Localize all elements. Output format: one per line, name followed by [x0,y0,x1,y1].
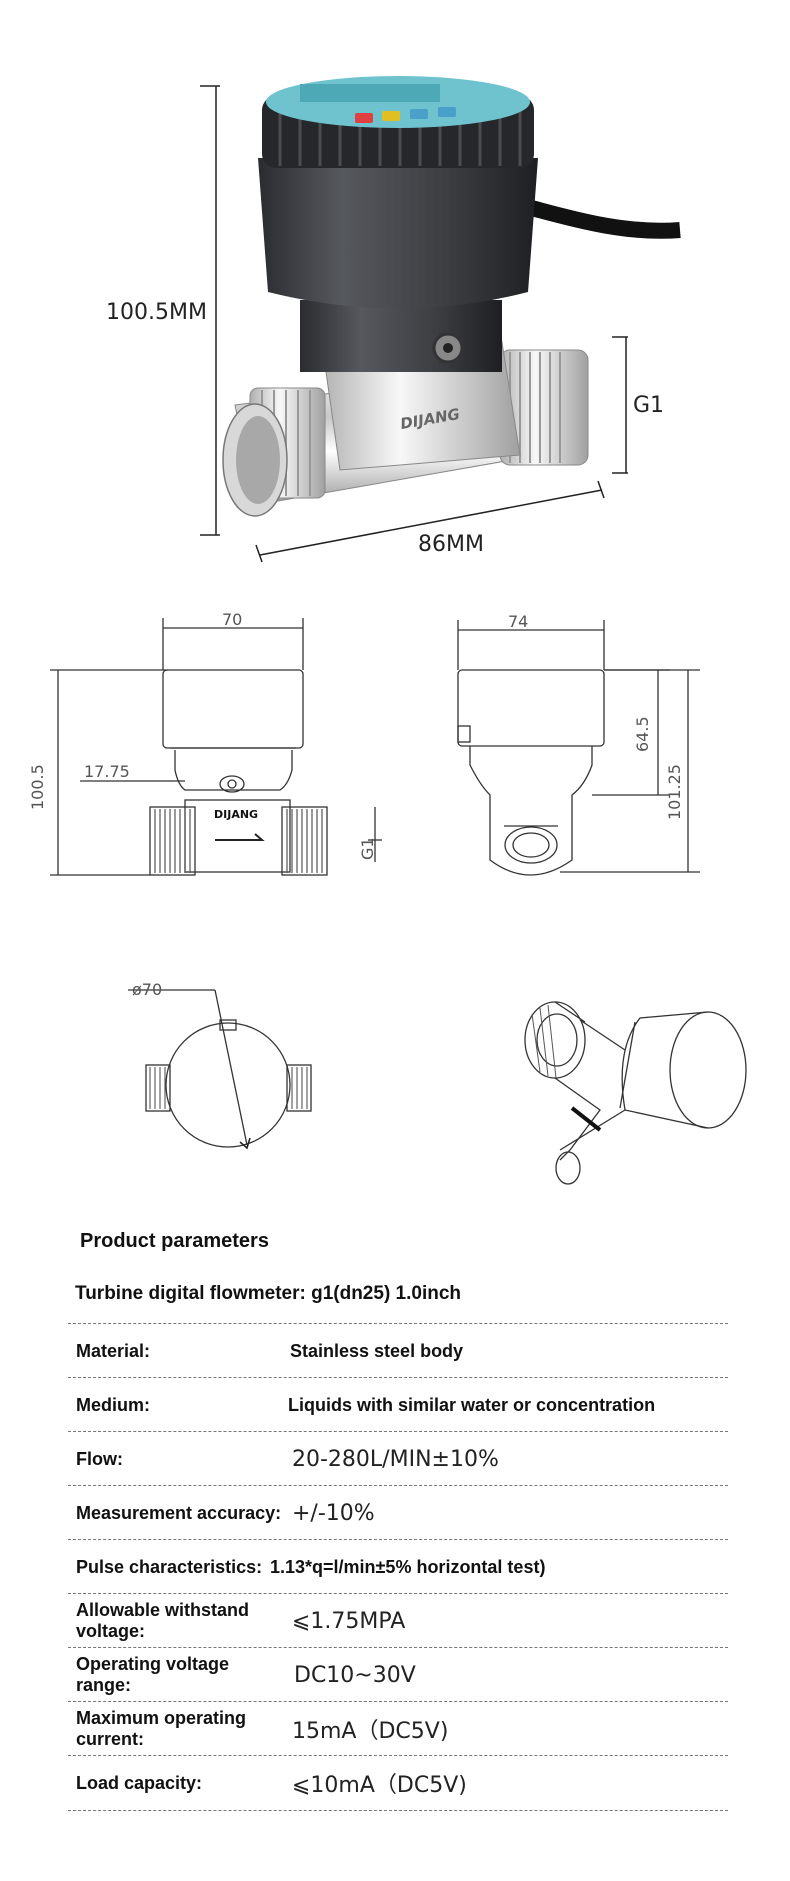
table-row-flow: Flow: 20-280L/MIN±10% [68,1431,728,1486]
row-value: +/-10% [292,1500,375,1526]
row-label: Material: [76,1340,151,1361]
table-row-operating-current: Maximum operating current: 15mA（DC5V) [68,1701,728,1756]
row-value: Stainless steel body [290,1340,464,1361]
row-label: Flow: [76,1448,123,1469]
photo-thread-label: G1 [633,393,665,418]
row-label: Measurement accuracy: [76,1502,282,1523]
top-diameter-label: ø70 [132,980,163,999]
row-value: ⩽10mA（DC5V) [292,1773,467,1798]
side-view-lines [457,620,700,876]
row-label: Load capacity: [76,1772,203,1793]
front-offset-label: 17.75 [84,762,130,781]
table-row-pulse: Pulse characteristics: 1.13*q=l/min±5% h… [68,1539,728,1594]
row-value: DC10~30V [294,1662,416,1688]
flowmeter-photo-illustration [200,76,681,563]
table-row-accuracy: Measurement accuracy: +/-10% [68,1485,728,1540]
row-value: Liquids with similar water or concentrat… [288,1394,656,1415]
table-row-medium: Medium: Liquids with similar water or co… [68,1377,728,1432]
photo-length-label: 86MM [418,532,484,557]
parameters-heading: Product parameters [80,1230,269,1252]
table-row-material: Material: Stainless steel body [68,1323,728,1378]
isometric-lines [524,1001,747,1185]
top-view-lines [128,989,312,1150]
front-view-lines [50,618,382,876]
table-row-voltage-range: Operating voltage range: DC10~30V [68,1647,728,1702]
table-row-withstand-voltage: Allowable withstand voltage: ⩽1.75MPA [68,1593,728,1648]
row-value: 1.13*q=l/min±5% horizontal test) [270,1556,546,1577]
table-row-load-capacity: Load capacity: ⩽10mA（DC5V) [68,1755,728,1811]
row-label: Allowable withstand voltage: [76,1600,250,1641]
side-total-height-label: 101.25 [665,764,684,820]
side-inner-height-label: 64.5 [633,716,652,752]
side-width-label: 74 [508,612,529,631]
row-value: 15mA（DC5V) [292,1719,449,1744]
photo-height-label: 100.5MM [106,300,207,325]
row-value: 20-280L/MIN±10% [292,1446,499,1472]
parameters-table-title: Turbine digital flowmeter: g1(dn25) 1.0i… [75,1283,462,1304]
row-label: Medium: [76,1394,150,1415]
row-label: Pulse characteristics: [76,1556,263,1577]
front-brand-text: DIJANG [214,808,259,821]
row-label: Maximum operating current: [76,1708,247,1749]
front-width-label: 70 [222,610,243,629]
row-value: ⩽1.75MPA [292,1608,406,1634]
row-label: Operating voltage range: [76,1654,230,1695]
